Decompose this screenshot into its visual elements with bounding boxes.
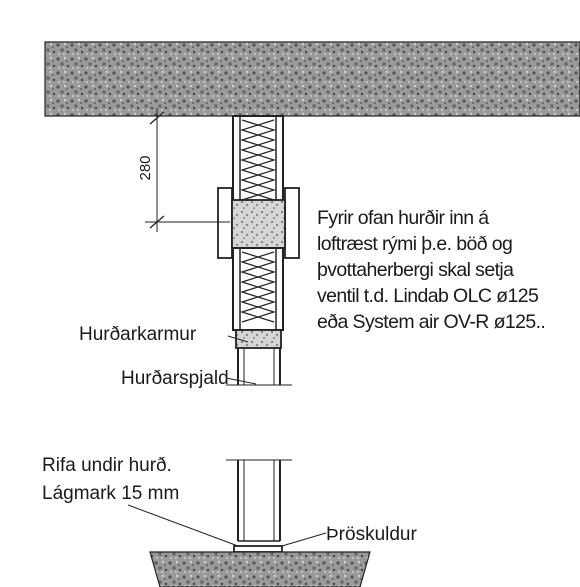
wall-upper	[232, 115, 284, 207]
door-panel-lower	[226, 459, 292, 542]
leader-threshold	[281, 532, 327, 547]
dimension-280: 280	[137, 108, 230, 232]
vent-note: Fyrir ofan hurðir inn á loftræst rými þ.…	[317, 205, 579, 335]
threshold-piece	[233, 545, 283, 553]
door-panel-upper	[226, 348, 292, 386]
label-gap-line2: Lágmark 15 mm	[42, 483, 179, 504]
note-line: Fyrir ofan hurðir inn á	[317, 207, 489, 229]
label-door-frame: Hurðarkarmur	[79, 324, 197, 345]
leader-door-frame	[227, 335, 249, 343]
note-line: þvottaherbergi skal setja	[317, 259, 514, 281]
ceiling-slab	[44, 41, 580, 117]
vent-valve	[217, 187, 300, 259]
dimension-value: 280	[137, 155, 154, 180]
floor-slab	[149, 551, 371, 587]
wall-lower	[232, 247, 284, 331]
leader-gap	[127, 504, 239, 547]
label-gap-line1: Rifa undir hurð.	[42, 455, 172, 476]
note-line: ventil t.d. Lindab OLC ø125	[317, 285, 539, 307]
label-threshold: Þröskuldur	[326, 524, 417, 545]
door-frame	[235, 329, 282, 349]
note-line: eða System air OV-R ø125..	[317, 311, 546, 333]
leader-door-panel	[225, 377, 257, 385]
note-line: loftræst rými þ.e. böð og	[317, 233, 513, 255]
label-door-panel: Hurðarspjald	[121, 368, 229, 389]
